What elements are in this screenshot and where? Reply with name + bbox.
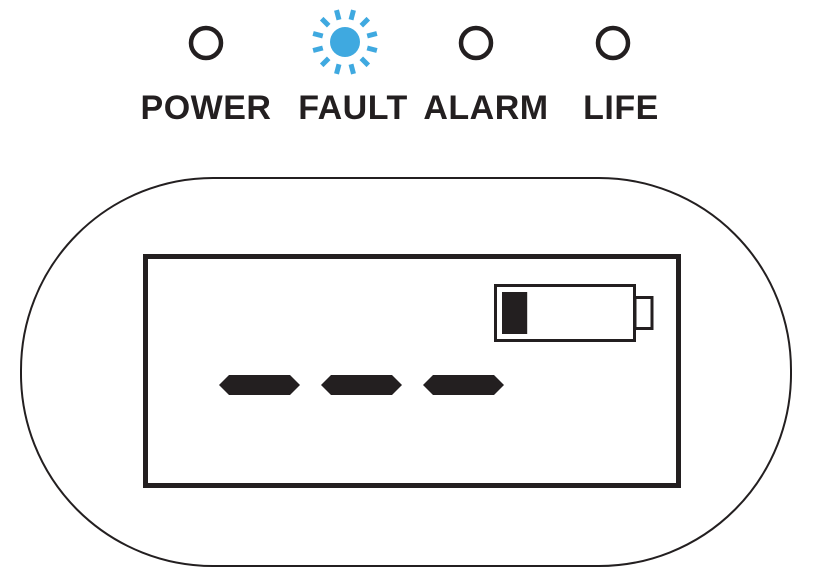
dash-segment bbox=[219, 375, 300, 395]
led-flash-ray bbox=[366, 31, 378, 39]
led-off-icon bbox=[126, 0, 286, 90]
led-flash-ray bbox=[348, 9, 356, 21]
led-flash-ray bbox=[366, 45, 378, 53]
dash-segment bbox=[423, 375, 504, 395]
led-flash-ray bbox=[319, 16, 331, 28]
led-flash-ray bbox=[359, 56, 371, 68]
indicator-label-fault: FAULT bbox=[298, 89, 408, 127]
led-off-icon bbox=[406, 0, 566, 90]
led-flash-ray bbox=[359, 16, 371, 28]
indicator-label-power: POWER bbox=[140, 89, 272, 127]
battery-low-icon bbox=[494, 284, 654, 342]
indicator-label-alarm: ALARM bbox=[423, 89, 549, 127]
indicator-life: LIFE bbox=[541, 0, 701, 130]
led-flash-ray bbox=[334, 63, 342, 75]
indicator-alarm: ALARM bbox=[406, 0, 566, 130]
indicator-power: POWER bbox=[126, 0, 286, 130]
indicator-fault: FAULT bbox=[273, 0, 433, 130]
led-flash-ray bbox=[312, 45, 324, 53]
led-flash-ray bbox=[348, 63, 356, 75]
dash-segment bbox=[321, 375, 402, 395]
battery-level-fill bbox=[502, 292, 528, 334]
led-flash-ray bbox=[319, 56, 331, 68]
led-flashing-icon bbox=[273, 0, 433, 90]
indicator-label-life: LIFE bbox=[583, 89, 659, 127]
led-off-icon bbox=[541, 0, 701, 90]
led-flash-ray bbox=[334, 9, 342, 21]
dash-readout bbox=[219, 375, 504, 395]
led-flash-ray bbox=[312, 31, 324, 39]
